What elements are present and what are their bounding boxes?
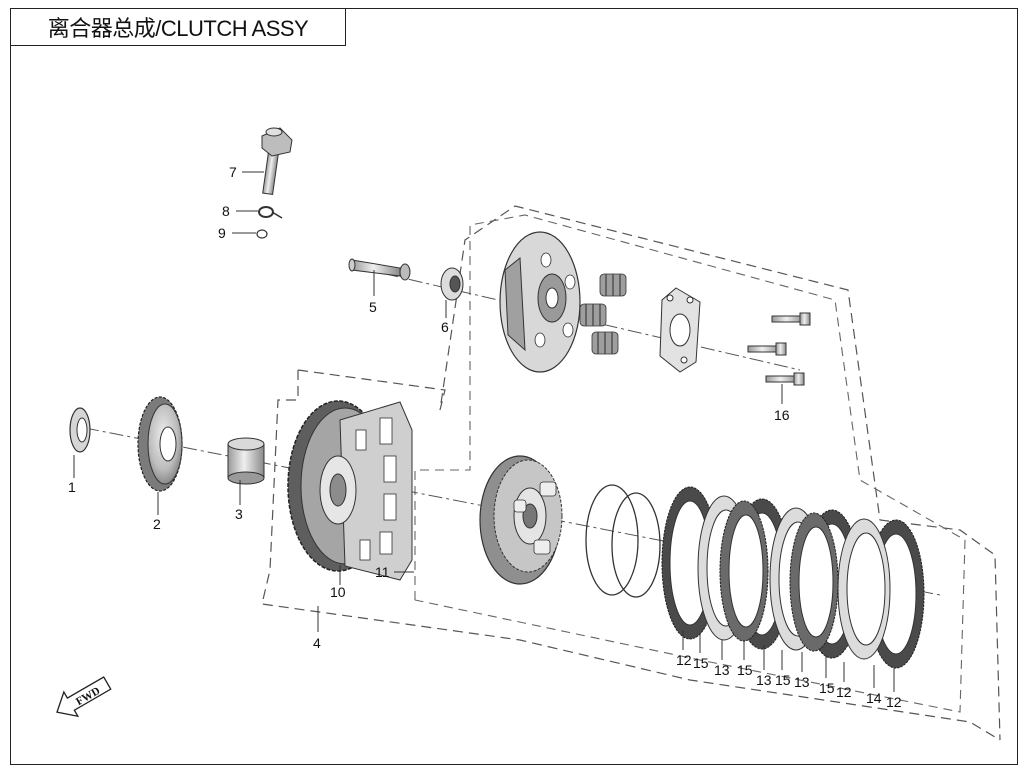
callout-3: 3 [235, 506, 243, 522]
part-2-primary-gear[interactable] [137, 396, 183, 492]
callout-11: 11 [375, 564, 390, 580]
leader-lines [73, 171, 895, 692]
callout-1: 1 [68, 479, 76, 495]
callout-5: 5 [369, 299, 377, 315]
plate-callout: 13 [794, 674, 810, 690]
damper-wire-rings[interactable] [585, 484, 661, 598]
part-9-o-ring[interactable] [256, 229, 268, 239]
plate-callout: 13 [756, 672, 772, 688]
spring-retainer-plate[interactable] [659, 287, 701, 373]
callout-7: 7 [229, 164, 237, 180]
page-title: 离合器总成/CLUTCH ASSY [10, 8, 346, 46]
part-8-torsion-spring[interactable] [258, 206, 283, 219]
part-7-release-shaft[interactable] [261, 127, 293, 196]
plate-callout: 12 [886, 694, 902, 710]
callout-2: 2 [153, 516, 161, 532]
group-outline-assembly-4 [261, 205, 1001, 741]
inner-clutch-hub[interactable] [479, 455, 563, 585]
callout-16: 16 [774, 407, 790, 423]
plate-callout: 15 [693, 655, 709, 671]
clutch-springs[interactable] [579, 273, 627, 355]
plate-callout: 13 [714, 662, 730, 678]
clutch-plate-stack[interactable] [661, 486, 925, 669]
callout-9: 9 [218, 225, 226, 241]
callout-labels: 1 2 3 4 5 6 7 8 9 10 11 16 12 15 13 15 1… [68, 164, 902, 710]
callout-6: 6 [441, 319, 449, 335]
plate-callout: 12 [836, 684, 852, 700]
part-3-bushing[interactable] [227, 437, 265, 485]
forward-direction-arrow: FWD [56, 676, 112, 718]
plate-callout: 12 [676, 652, 692, 668]
callout-4: 4 [313, 635, 321, 651]
part-16-bolts[interactable] [747, 312, 811, 386]
part-5-push-rod[interactable] [348, 258, 411, 281]
plate-callout: 15 [737, 662, 753, 678]
plate-callout: 15 [819, 680, 835, 696]
callout-8: 8 [222, 203, 230, 219]
part-1-thrust-washer[interactable] [69, 407, 91, 453]
group-outline-assembly-11 [414, 214, 966, 713]
drawing-frame [10, 8, 1018, 765]
part-6-bearing[interactable] [440, 267, 464, 301]
part-10-clutch-housing[interactable] [287, 400, 413, 581]
plate-callout: 14 [866, 690, 882, 706]
callout-10: 10 [330, 584, 346, 600]
plate-callout: 15 [775, 672, 791, 688]
pressure-plate[interactable] [499, 231, 581, 373]
